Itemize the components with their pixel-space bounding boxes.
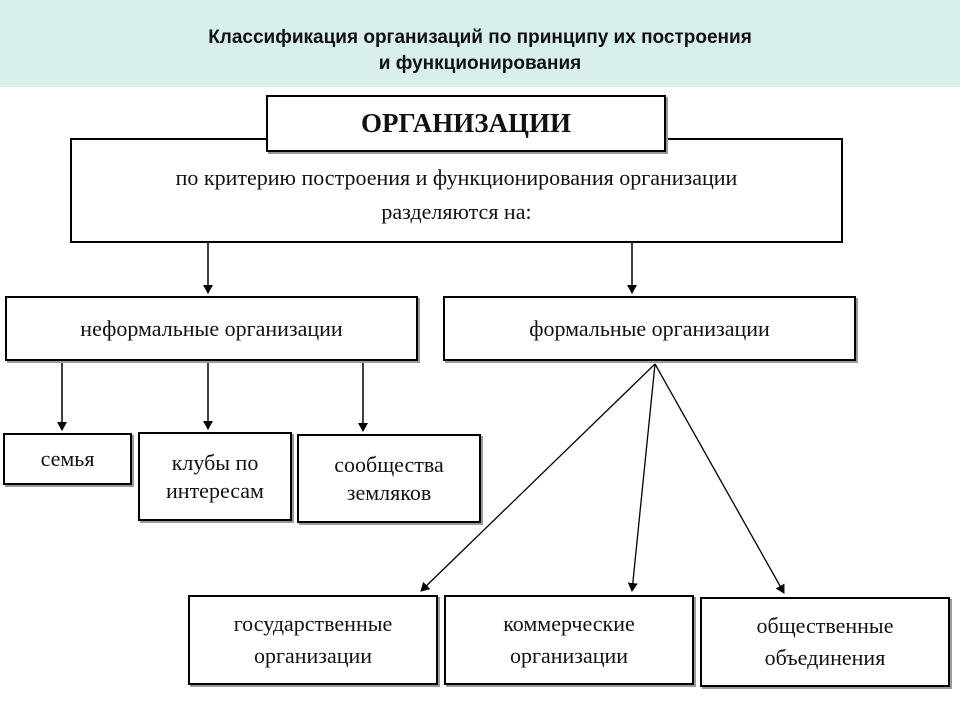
commercial-label-line-2: организации <box>509 643 629 668</box>
arrow-to-commercial <box>627 363 656 592</box>
compatriots-label-line-2: земляков <box>346 479 432 505</box>
root-label: ОРГАНИЗАЦИИ <box>361 108 571 138</box>
informal-organizations-box: неформальные организации <box>5 296 418 361</box>
arrow-to-state <box>420 363 656 592</box>
public-associations-box: общественные объединения <box>700 597 950 687</box>
state-label-line-2: организации <box>253 643 373 668</box>
state-organizations-box: государственные организации <box>188 595 438 685</box>
slide-header: Классификация организаций по принципу их… <box>0 0 960 87</box>
public-label-line-1: общественные <box>756 613 894 638</box>
commercial-label-line-1: коммерческие <box>503 611 635 636</box>
slide-title-line-1: Классификация организаций по принципу их… <box>208 27 752 48</box>
interest-clubs-box: клубы по интересам <box>138 432 292 521</box>
formal-organizations-box: формальные организации <box>443 296 856 361</box>
clubs-label-line-2: интересам <box>166 477 264 503</box>
state-label-line-1: государственные <box>233 611 393 636</box>
compatriots-label-line-1: сообщества <box>334 451 444 477</box>
family-box: семья <box>3 433 132 485</box>
criterion-box: по критерию построения и функционировани… <box>70 138 843 243</box>
commercial-organizations-box: коммерческие организации <box>444 595 694 685</box>
informal-label: неформальные организации <box>80 315 343 341</box>
formal-label: формальные организации <box>529 315 770 341</box>
compatriot-communities-box: сообщества земляков <box>297 434 481 523</box>
slide-title-line-2: и функционирования <box>378 53 582 74</box>
family-label: семья <box>40 446 95 471</box>
arrow-to-public <box>654 363 785 594</box>
public-label-line-2: объединения <box>764 645 886 670</box>
criterion-text-line-1: по критерию построения и функционировани… <box>175 164 738 190</box>
criterion-text-line-2: разделяются на: <box>381 198 532 224</box>
clubs-label-line-1: клубы по <box>171 449 259 475</box>
root-box: ОРГАНИЗАЦИИ <box>266 95 666 152</box>
